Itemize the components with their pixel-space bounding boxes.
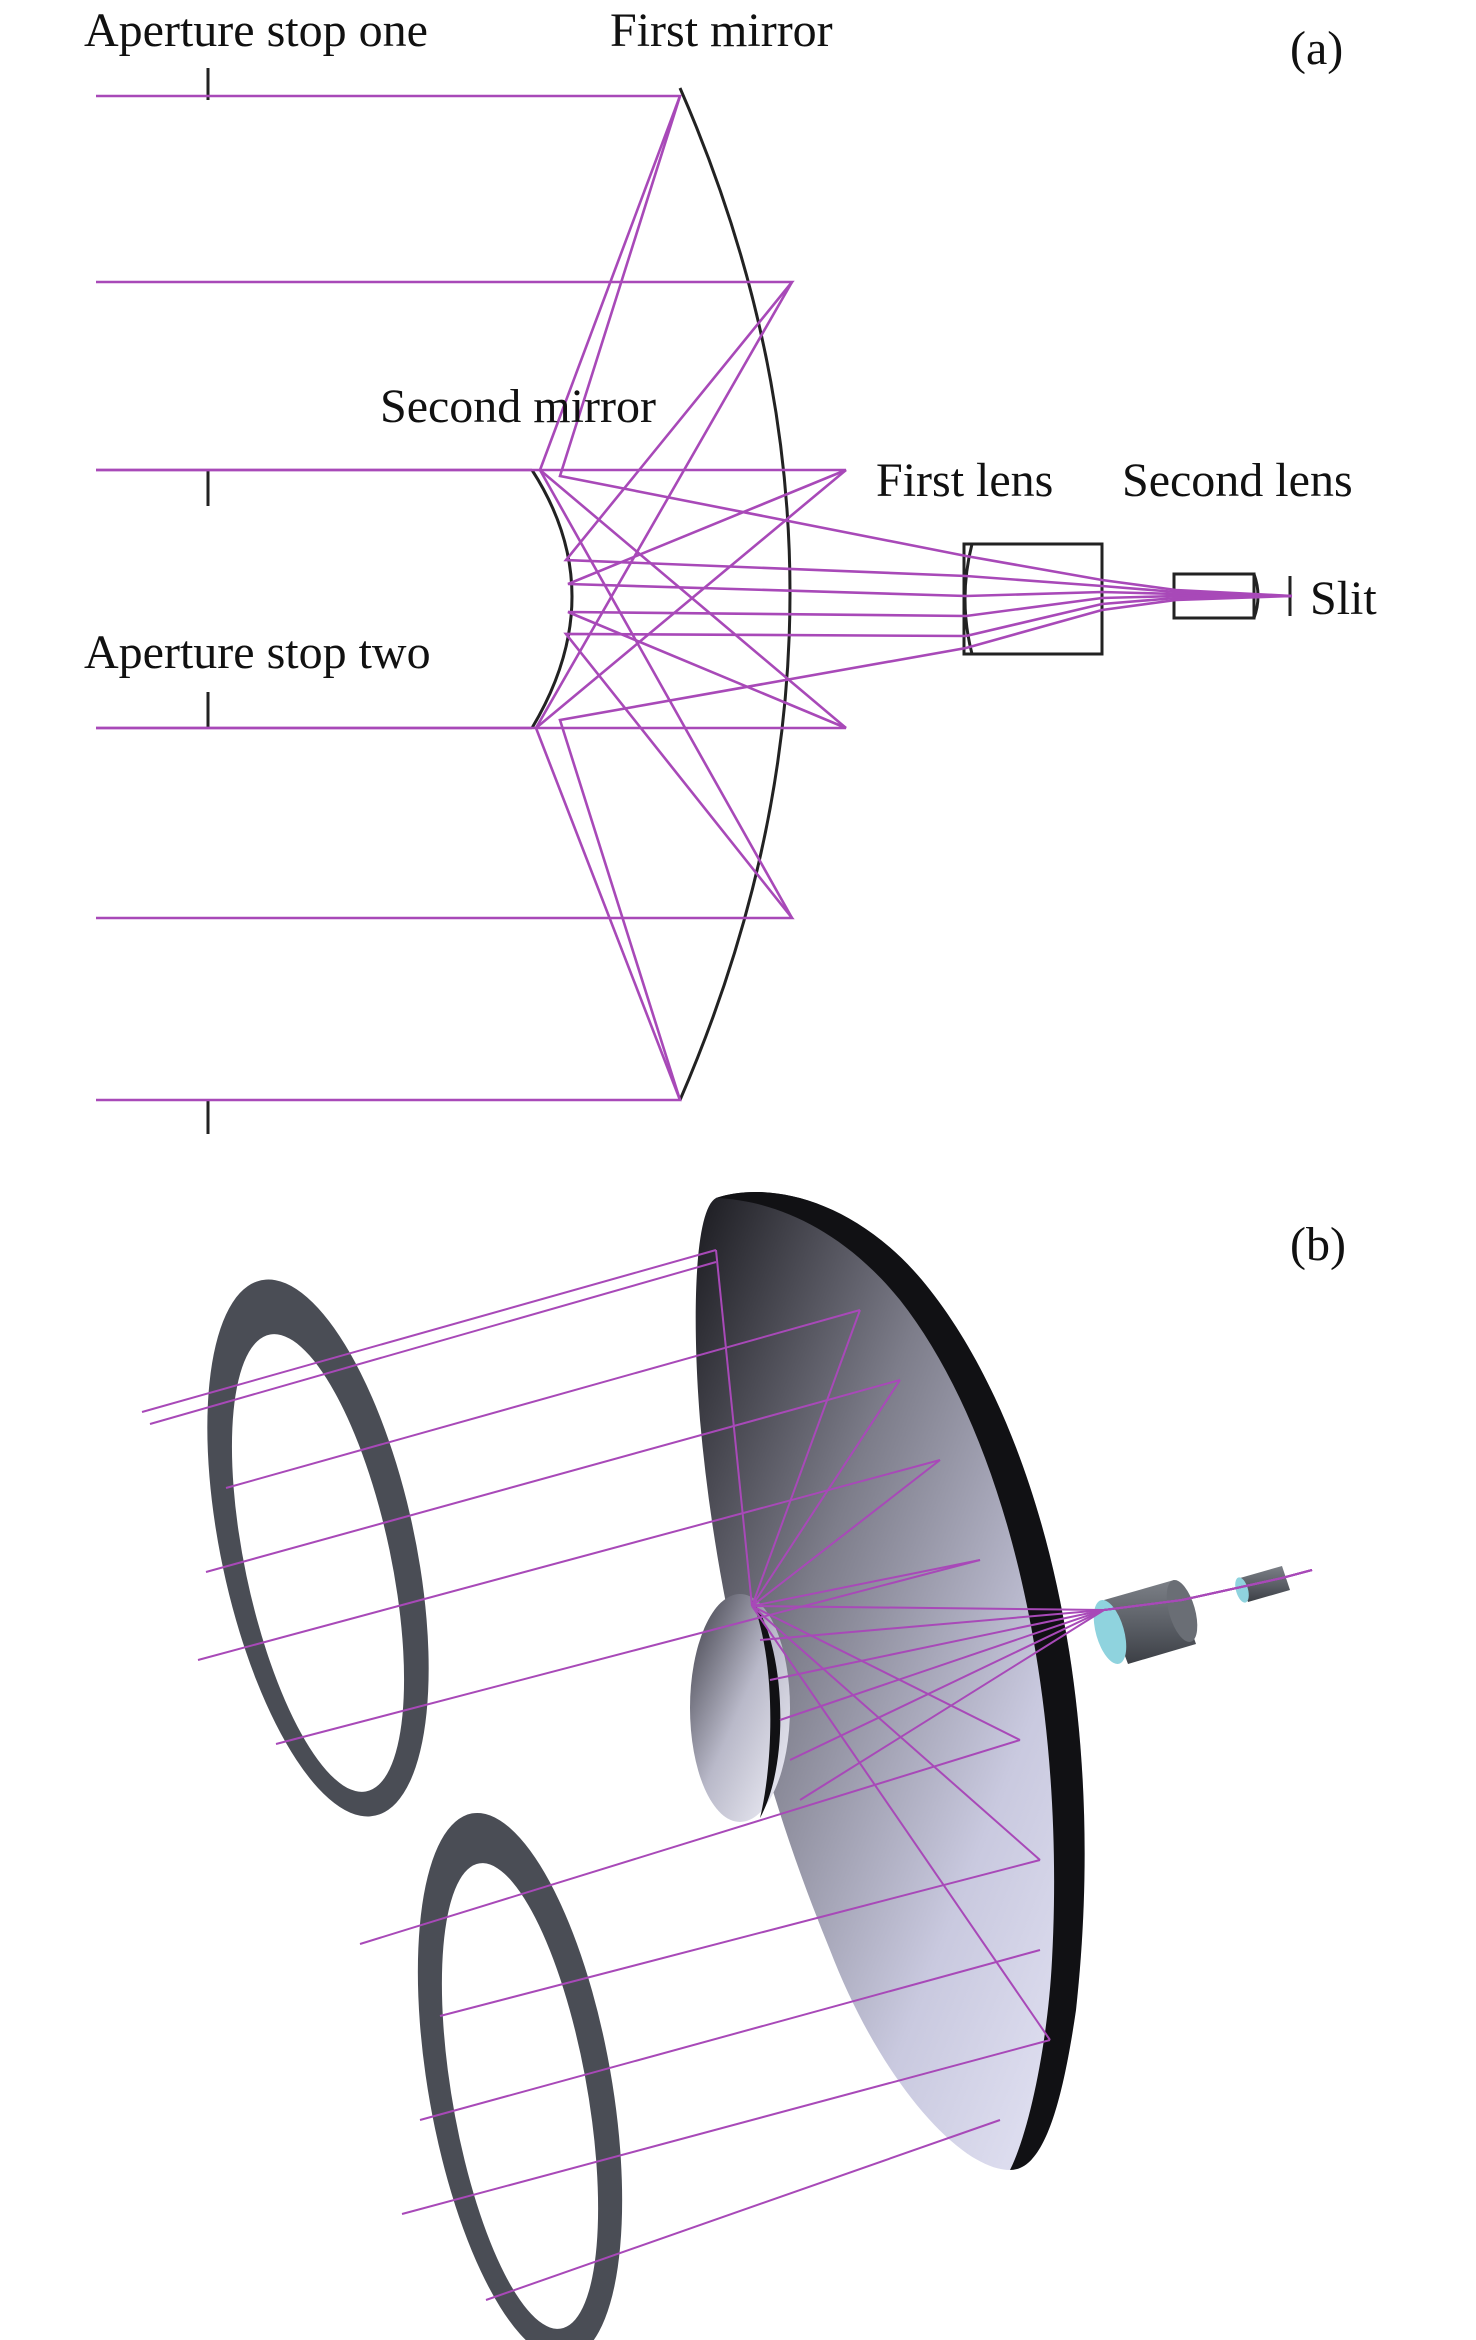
first-lens-face: [1093, 1600, 1127, 1664]
ray-incoming-3d: [419, 1949, 1041, 2121]
label-second-mirror: Second mirror: [380, 380, 656, 433]
ray-reflect-3d: [751, 1559, 981, 1607]
label-slit: Slit: [1310, 572, 1377, 625]
first-lens-back: [1166, 1580, 1198, 1642]
aperture-ring-upper: [207, 1279, 429, 1817]
ray-incoming-3d: [197, 1459, 941, 1661]
label-first-mirror: First mirror: [610, 4, 833, 57]
second-mirror-outline: [530, 469, 574, 729]
ray-reflect-3d: [751, 1605, 1021, 1741]
first-lens-front-face: [963, 543, 974, 655]
second-lens-face: [1235, 1577, 1249, 1603]
ray-reflect-3d: [751, 1605, 1051, 2041]
second-lens-3d: [1240, 1566, 1290, 1602]
ray-incoming-3d: [439, 1859, 1041, 2017]
ray-to-lens-3d: [799, 1569, 1313, 1801]
panel-b-tag: (b): [1290, 1218, 1346, 1271]
ray-cross-2d: [538, 95, 682, 471]
ray-incoming-3d: [225, 1309, 861, 1489]
ray-incoming-3d: [149, 1261, 717, 1425]
ray-cross-2d: [534, 727, 682, 1101]
ray-path-2d: [96, 280, 1293, 598]
label-aperture-stop-one: Aperture stop one: [84, 4, 428, 57]
ray-cross-2d: [534, 281, 794, 729]
ray-reflect-3d: [751, 1309, 861, 1607]
first-mirror-rim: [716, 1191, 1085, 2170]
first-mirror-outline: [678, 87, 792, 1101]
ray-path-2d: [96, 94, 1293, 598]
ray-incoming-3d: [485, 2119, 1001, 2301]
second-mirror-edge: [752, 1600, 781, 1818]
ray-cross-2d: [539, 469, 847, 729]
ray-incoming-3d: [275, 1559, 981, 1745]
aperture-ring-lower: [417, 1812, 623, 2340]
ray-reflect-3d: [751, 1459, 941, 1607]
panel-b-3d-render: (b): [141, 1191, 1346, 2340]
ray-reflect-3d: [751, 1605, 1041, 1861]
ray-reflect-3d: [715, 1249, 753, 1607]
ray-cross-2d: [538, 469, 794, 919]
panel-a-2d-layout: (a) Aperture stop one First mirror Secon…: [84, 4, 1377, 1134]
ray-incoming-3d: [359, 1739, 1021, 1945]
ray-path-2d: [96, 468, 1293, 598]
label-second-lens: Second lens: [1122, 454, 1353, 507]
lens-assembly-3d: [1093, 1566, 1290, 1664]
panel-a-tag: (a): [1290, 22, 1343, 75]
ray-traces-2d: [96, 94, 1293, 1102]
ray-incoming-3d: [401, 2039, 1051, 2215]
ray-incoming-3d: [205, 1379, 901, 1573]
ray-traces-3d: [141, 1249, 1313, 2301]
label-aperture-stop-two: Aperture stop two: [84, 626, 431, 679]
ray-incoming-3d: [141, 1249, 717, 1413]
second-mirror-3d: [690, 1594, 790, 1822]
ray-reflect-3d: [751, 1379, 901, 1607]
label-first-lens: First lens: [876, 454, 1053, 507]
